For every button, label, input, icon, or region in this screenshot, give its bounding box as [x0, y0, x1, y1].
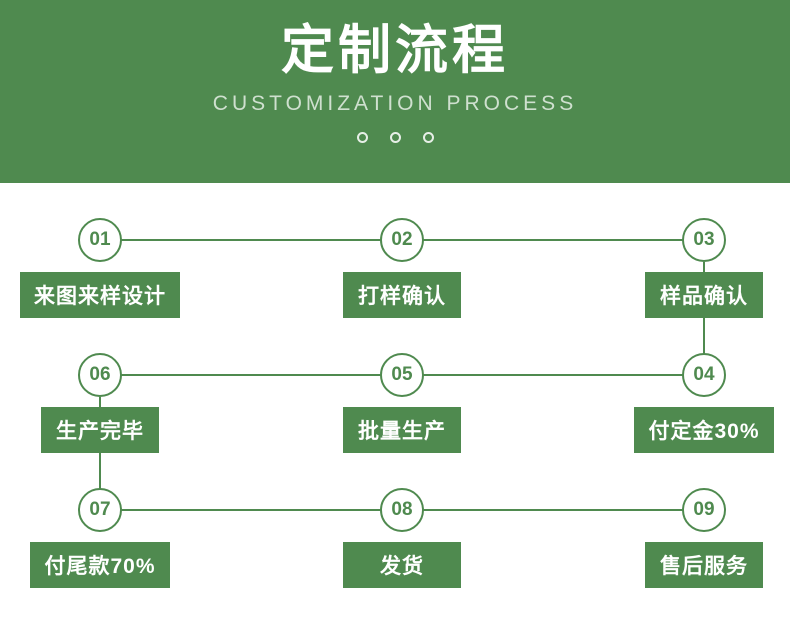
step-label: 来图来样设计: [20, 272, 180, 318]
step-label: 打样确认: [343, 272, 461, 318]
step-label: 付定金30%: [634, 407, 774, 453]
step-label: 生产完毕: [41, 407, 159, 453]
step-label: 付尾款70%: [30, 542, 170, 588]
flow-node-09[interactable]: 09 售后服务: [633, 488, 775, 588]
dot-icon: [389, 132, 401, 143]
step-label: 批量生产: [343, 407, 461, 453]
flow-node-06[interactable]: 06 生产完毕: [29, 353, 171, 453]
step-number-badge: 08: [380, 488, 424, 532]
flow-node-05[interactable]: 05 批量生产: [331, 353, 473, 453]
step-number-badge: 02: [380, 218, 424, 262]
process-flow-diagram: 01 来图来样设计 02 打样确认 03 样品确认 06 生产完毕 05 批量生…: [0, 183, 790, 632]
step-number-badge: 09: [682, 488, 726, 532]
step-label: 发货: [343, 542, 461, 588]
decorative-dots: [356, 132, 434, 143]
flow-node-03[interactable]: 03 样品确认: [633, 218, 775, 318]
page-header: 定制流程 CUSTOMIZATION PROCESS: [0, 0, 790, 183]
step-number-badge: 07: [78, 488, 122, 532]
step-number-badge: 06: [78, 353, 122, 397]
step-number-badge: 05: [380, 353, 424, 397]
flow-node-01[interactable]: 01 来图来样设计: [20, 218, 180, 318]
flow-node-04[interactable]: 04 付定金30%: [633, 353, 775, 453]
flow-node-02[interactable]: 02 打样确认: [331, 218, 473, 318]
step-number-badge: 01: [78, 218, 122, 262]
page-title: 定制流程: [281, 21, 509, 80]
step-label: 样品确认: [645, 272, 763, 318]
step-label: 售后服务: [645, 542, 763, 588]
step-number-badge: 03: [682, 218, 726, 262]
flow-node-08[interactable]: 08 发货: [331, 488, 473, 588]
dot-icon: [356, 132, 368, 143]
dot-icon: [422, 132, 434, 143]
step-number-badge: 04: [682, 353, 726, 397]
flow-node-07[interactable]: 07 付尾款70%: [29, 488, 171, 588]
page-subtitle: CUSTOMIZATION PROCESS: [212, 92, 578, 115]
